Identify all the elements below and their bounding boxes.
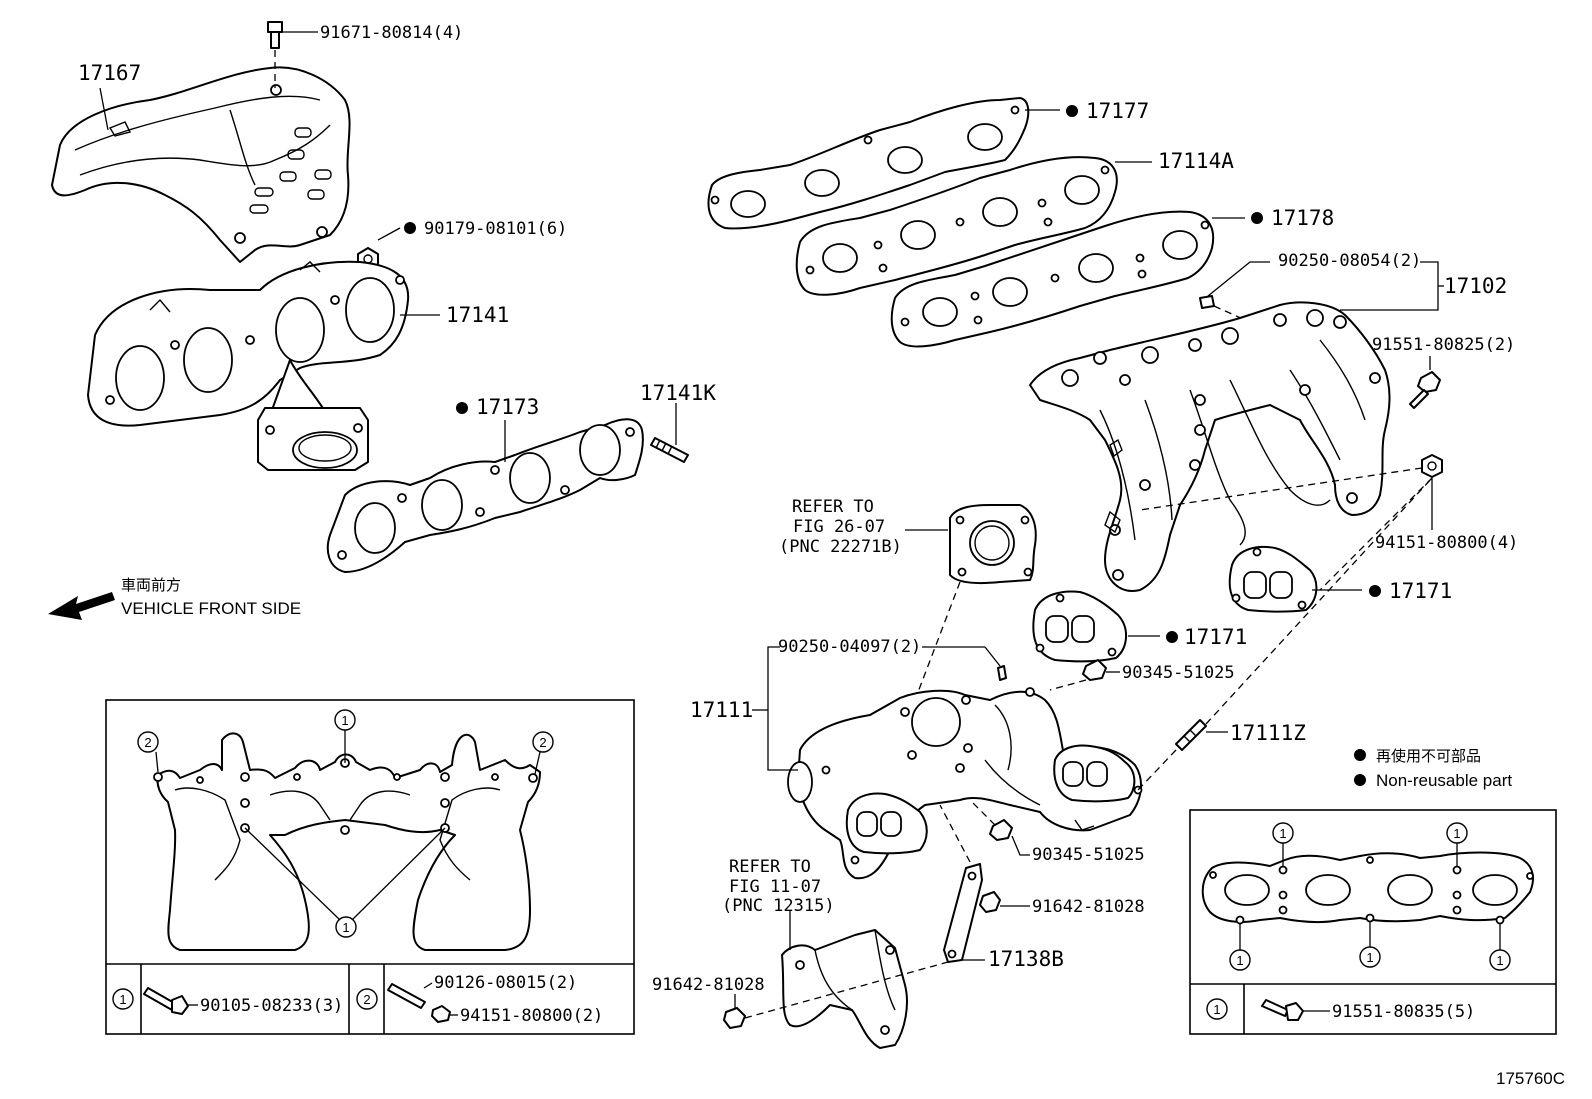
gasket-17171-lower: [1032, 590, 1127, 663]
gasket-refer-22271B: [914, 504, 1037, 701]
intake-manifold-17102: [1029, 301, 1391, 592]
label-90345-upper[interactable]: 90345-51025: [1122, 663, 1235, 683]
figure-id: 175760C: [1496, 1069, 1565, 1088]
table-left-c2-part-a[interactable]: 90126-08015(2): [434, 973, 577, 993]
refer2-line1: REFER TO: [729, 857, 811, 877]
legend-jp: 再使用不可部品: [1376, 747, 1481, 765]
label-91671[interactable]: 91671-80814(4): [320, 23, 463, 43]
bolt-91671: [267, 21, 318, 88]
legend-en: Non-reusable part: [1376, 771, 1512, 790]
bolt-91551-80825: [1409, 371, 1441, 409]
front-label-en: VEHICLE FRONT SIDE: [121, 599, 301, 618]
table-right-c1-part[interactable]: 91551-80835(5): [1332, 1002, 1475, 1022]
stud-17111Z: [1137, 477, 1433, 791]
air-intake-chamber-17111: [787, 687, 1143, 880]
callout-2-left: 2: [144, 735, 151, 750]
non-reusable-dot: [1369, 585, 1381, 597]
callout-r3: 1: [1236, 953, 1243, 968]
nut-94151-80800: [1139, 454, 1443, 591]
front-label-jp: 車両前方: [121, 576, 181, 594]
label-91642-right[interactable]: 91642-81028: [1032, 897, 1145, 917]
label-17111Z[interactable]: 17111Z: [1230, 721, 1306, 745]
callout-r4: 1: [1366, 950, 1373, 965]
label-91642-left[interactable]: 91642-81028: [652, 975, 765, 995]
bolt-90345-lower: [969, 799, 1013, 841]
callout-r1: 1: [1279, 826, 1286, 841]
detail-box-right: 1 1 1 1 1 1 91551-80835(5): [1189, 809, 1557, 1035]
table-left-c1-num: 1: [119, 992, 126, 1007]
refer1-line3[interactable]: (PNC 22271B): [779, 537, 902, 557]
table-left-c2-part-b[interactable]: 94151-80800(2): [460, 1006, 603, 1026]
bolt-91642-right: [979, 891, 1001, 913]
label-17167[interactable]: 17167: [78, 61, 141, 85]
pin-90250-04097: [997, 665, 1007, 681]
legend: 再使用不可部品 Non-reusable part: [1354, 747, 1512, 790]
exhaust-manifold-17141: [87, 260, 410, 471]
callout-1-top: 1: [341, 713, 348, 728]
refer2-line3[interactable]: (PNC 12315): [722, 896, 835, 916]
label-17114A[interactable]: 17114A: [1158, 149, 1234, 173]
refer1-line1: REFER TO: [792, 497, 874, 517]
non-reusable-dot: [1066, 105, 1078, 117]
non-reusable-dot: [1251, 212, 1263, 224]
callout-2-right: 2: [539, 735, 546, 750]
label-90250-08054[interactable]: 90250-08054(2): [1278, 251, 1421, 271]
label-17171-b[interactable]: 17171: [1184, 625, 1247, 649]
table-left-c2-num: 2: [363, 992, 370, 1007]
label-17141K[interactable]: 17141K: [640, 381, 716, 405]
stay-17138B: [939, 804, 983, 963]
gasket-17171-upper: [1228, 546, 1318, 613]
label-17138B[interactable]: 17138B: [988, 947, 1064, 971]
callout-r2: 1: [1453, 826, 1460, 841]
bolt-91642-left: [723, 1007, 746, 1029]
label-17173[interactable]: 17173: [476, 395, 539, 419]
bolt-90345-upper: [1049, 659, 1107, 691]
gasket-17177: [707, 97, 1030, 230]
bracket-refer-12315: [744, 929, 949, 1049]
non-reusable-dot: [404, 222, 416, 234]
label-90345-lower[interactable]: 90345-51025: [1032, 845, 1145, 865]
callout-1-bottom: 1: [342, 920, 349, 935]
refer2-line2: FIG 11-07: [729, 877, 821, 897]
table-right-c1-num: 1: [1213, 1002, 1220, 1017]
vehicle-front-arrow: [48, 592, 115, 620]
non-reusable-dot: [456, 402, 468, 414]
heat-insulator-17167: [51, 66, 351, 263]
callout-r5: 1: [1496, 953, 1503, 968]
gasket-17178: [890, 210, 1215, 348]
refer1-line2: FIG 26-07: [793, 517, 885, 537]
label-17178[interactable]: 17178: [1271, 206, 1334, 230]
label-17177[interactable]: 17177: [1086, 99, 1149, 123]
label-17141[interactable]: 17141: [446, 303, 509, 327]
stud-17141K: [650, 437, 689, 463]
label-17111[interactable]: 17111: [690, 698, 753, 722]
gasket-17173: [326, 418, 644, 573]
label-91551-80825[interactable]: 91551-80825(2): [1372, 335, 1515, 355]
label-17171-a[interactable]: 17171: [1389, 579, 1452, 603]
non-reusable-dot: [1166, 631, 1178, 643]
label-90179[interactable]: 90179-08101(6): [424, 219, 567, 239]
label-94151-80800-4[interactable]: 94151-80800(4): [1375, 533, 1518, 553]
gasket-17114A: [795, 156, 1118, 296]
detail-box-left: 1 1 2 2 1 90105-08233(3) 2 90126-08015(2…: [105, 699, 635, 1035]
table-left-c1-part[interactable]: 90105-08233(3): [200, 996, 343, 1016]
label-90250-04097[interactable]: 90250-04097(2): [778, 637, 921, 657]
label-17102[interactable]: 17102: [1444, 274, 1507, 298]
